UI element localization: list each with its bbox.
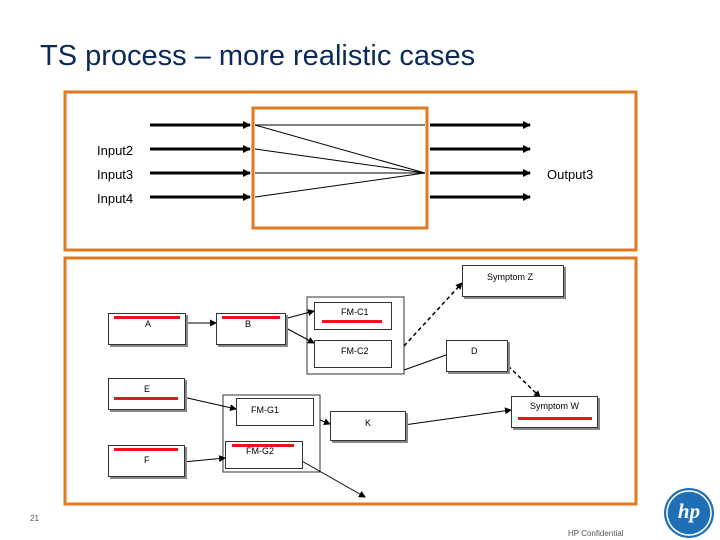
input-label-2: Input2	[97, 143, 134, 158]
hp-logo-text: hp	[677, 499, 701, 523]
node-k-label: K	[365, 418, 372, 428]
node-e-red-bar	[114, 397, 178, 400]
edge-d-symptomw	[502, 360, 541, 398]
input-label-3: Input3	[97, 167, 134, 182]
node-fm-c1-red-bar	[322, 320, 382, 323]
node-fm-c1: FM-C1	[314, 302, 392, 330]
node-a: A	[108, 313, 186, 345]
edge-f-fmg2	[182, 455, 226, 463]
node-a-label: A	[145, 319, 152, 329]
hp-logo	[664, 488, 714, 538]
node-symptom-z: Symptom Z	[462, 265, 564, 297]
mapping-lines	[254, 124, 426, 198]
input-label-4: Input4	[97, 191, 134, 206]
confidentiality-notice: HP Confidential	[568, 529, 624, 538]
left-input-arrows	[150, 121, 251, 201]
edge-fmg1-k	[319, 418, 331, 426]
top-panel-frame	[63, 90, 638, 252]
edge-fmc-d	[403, 354, 447, 371]
node-fm-g2-red-bar	[232, 444, 294, 447]
node-fm-c2-label: FM-C2	[341, 346, 369, 356]
node-b-label: B	[245, 319, 252, 329]
node-fm-g1: FM-G1	[236, 398, 314, 426]
edge-b-fmc1	[283, 309, 315, 320]
edge-fmg2-out	[299, 459, 366, 498]
top-panel-inner-box	[251, 106, 429, 230]
edge-e-fmg1	[182, 396, 237, 412]
right-output-arrows	[430, 121, 531, 201]
edge-k-symptomw	[403, 407, 512, 426]
edge-fmc2-symptomz	[403, 282, 463, 347]
node-a-red-bar	[114, 316, 180, 319]
node-fm-g2-label: FM-G2	[246, 446, 274, 456]
output-label-3: Output3	[547, 167, 594, 182]
node-f-label: F	[144, 455, 150, 465]
node-d-label: D	[471, 346, 478, 356]
node-b-red-bar	[222, 316, 280, 319]
bottom-panel-frame	[63, 256, 638, 506]
edge-b-fmc2	[283, 326, 315, 344]
node-e: E	[108, 378, 185, 410]
node-k: K	[330, 411, 406, 441]
node-d: D	[446, 340, 508, 372]
node-fm-c1-label: FM-C1	[341, 307, 369, 317]
page-number: 21	[30, 514, 39, 523]
node-fm-g2: FM-G2	[225, 441, 303, 469]
node-b: B	[216, 313, 286, 345]
slide-title: TS process – more realistic cases	[40, 40, 476, 72]
node-symptom-z-label: Symptom Z	[487, 272, 534, 282]
node-fm-g1-label: FM-G1	[251, 405, 279, 415]
node-symptom-w: Symptom W	[511, 396, 598, 428]
node-symptom-w-label: Symptom W	[530, 401, 580, 411]
node-fm-c2: FM-C2	[314, 340, 392, 368]
node-symptom-w-red-bar	[518, 417, 592, 420]
node-f: F	[108, 445, 185, 477]
node-f-red-bar	[114, 448, 178, 451]
node-e-label: E	[144, 384, 151, 394]
